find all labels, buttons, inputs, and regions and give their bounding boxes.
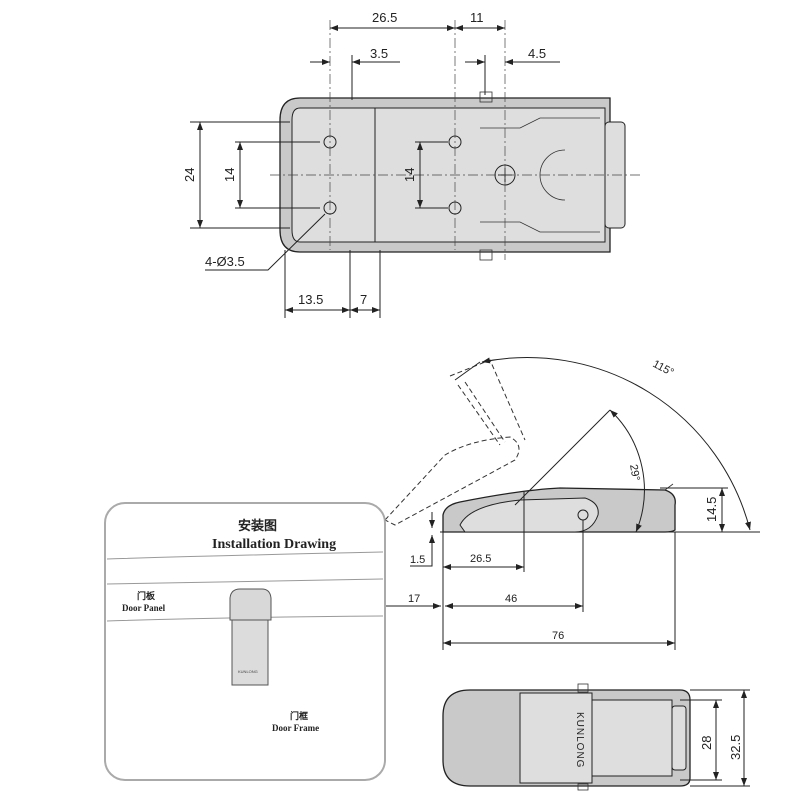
dim-14-left: 14: [222, 168, 237, 182]
angle-29: 29°: [627, 463, 642, 481]
dim-7: 7: [360, 292, 367, 307]
dim-11: 11: [470, 10, 484, 25]
dim-13-5: 13.5: [298, 292, 323, 307]
bottom-view: KUNLONG 28 32.5: [442, 683, 750, 791]
dim-26-5-top: 26.5: [372, 10, 397, 25]
dim-28: 28: [699, 736, 714, 750]
install-title-en: Installation Drawing: [212, 537, 336, 552]
installation-drawing-panel: 安装图 Installation Drawing 门板 Door Panel K…: [104, 502, 386, 781]
dim-32-5: 32.5: [728, 735, 743, 760]
mini-brand: KUNLONG: [238, 669, 258, 674]
dim-hole-diameter: 4-Ø3.5: [205, 254, 245, 269]
dim-3-5: 3.5: [370, 46, 388, 61]
dim-76: 76: [552, 630, 564, 642]
dim-14-5: 14.5: [704, 497, 719, 522]
side-view: 29° 115° 14.5 1.5 26.5 17 46 76: [380, 357, 760, 650]
top-view: 26.5 11 3.5 4.5 24 14 14 4-Ø3.5 13.5 7: [182, 10, 640, 318]
dim-17: 17: [408, 593, 420, 605]
door-frame-cn: 门框: [290, 710, 308, 721]
dim-46: 46: [505, 593, 517, 605]
dim-1-5: 1.5: [410, 554, 425, 566]
dim-14-inner: 14: [402, 168, 417, 182]
angle-115: 115°: [651, 358, 676, 379]
door-panel-cn: 门板: [137, 590, 156, 601]
dim-24: 24: [182, 168, 197, 182]
install-title-cn: 安装图: [238, 518, 277, 533]
brand-text: KUNLONG: [574, 712, 585, 768]
dim-4-5: 4.5: [528, 46, 546, 61]
door-frame-en: Door Frame: [272, 723, 319, 733]
door-panel-en: Door Panel: [122, 603, 166, 613]
dim-26-5-side: 26.5: [470, 553, 491, 565]
